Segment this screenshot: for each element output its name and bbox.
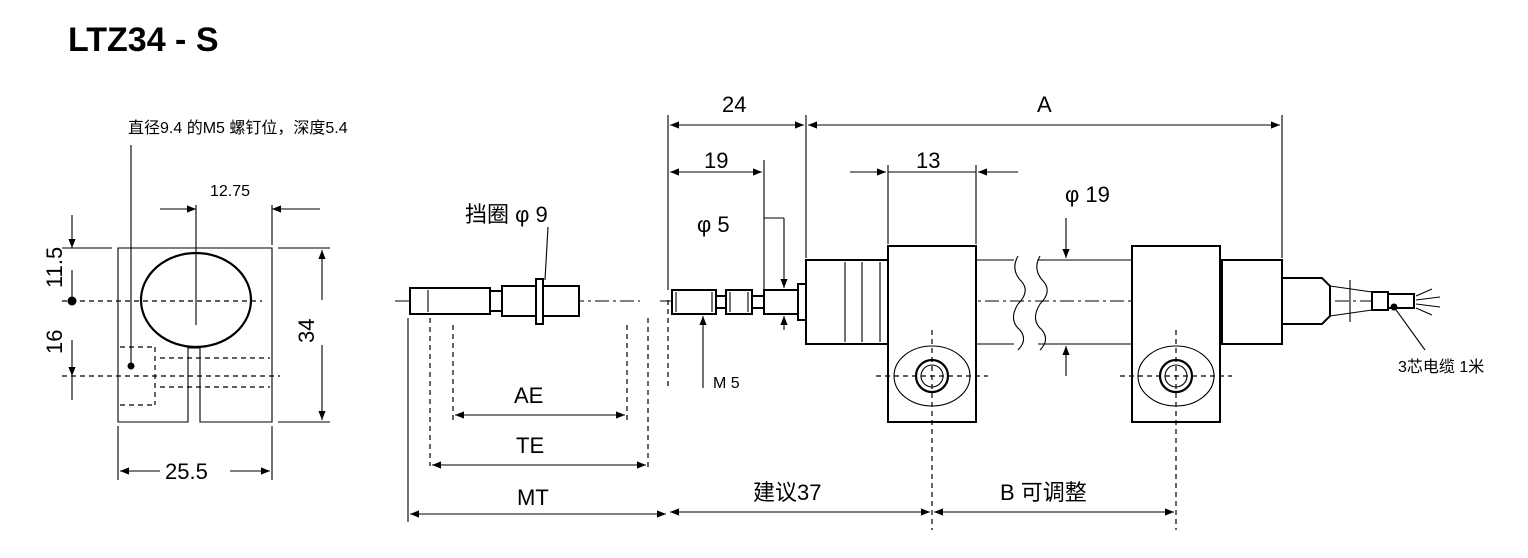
dim-24: 24: [722, 92, 746, 117]
drawing-title: LTZ34 - S: [68, 21, 219, 59]
dim-mt: MT: [517, 485, 549, 510]
dim-mid: 16: [42, 330, 67, 354]
plunger-core: [409, 287, 491, 315]
hole-note: 直径9.4 的M5 螺钉位，深度5.4: [128, 119, 348, 137]
dim-hole-offset: 12.75: [210, 183, 250, 200]
dim-19: 19: [704, 148, 728, 173]
dim-phi5: φ 5: [697, 212, 730, 237]
dim-a: A: [1037, 92, 1052, 117]
sensor-body-view: 3芯电缆 1米 24 A 19: [660, 92, 1484, 530]
dim-ae: AE: [514, 383, 543, 408]
dim-top: 11.5: [42, 247, 67, 288]
dim-recommend: 建议37: [753, 480, 821, 505]
thread-label: M 5: [713, 375, 740, 392]
bracket-outline: [117, 247, 273, 423]
dim-te: TE: [516, 433, 544, 458]
cable-label: 3芯电缆 1米: [1398, 358, 1484, 376]
dim-width: 25.5: [165, 459, 208, 484]
dim-13: 13: [916, 148, 940, 173]
end-view: 直径9.4 的M5 螺钉位，深度5.4 12.75 11.5 16 34 25.…: [42, 119, 348, 484]
dim-height: 34: [294, 319, 319, 343]
stop-ring-label: 挡圈 φ 9: [465, 202, 548, 227]
plunger-view: 挡圈 φ 9 AE TE MT: [395, 202, 669, 522]
dim-b: B 可调整: [1000, 480, 1087, 505]
dim-phi19: φ 19: [1065, 182, 1110, 207]
stop-ring: [535, 278, 544, 325]
